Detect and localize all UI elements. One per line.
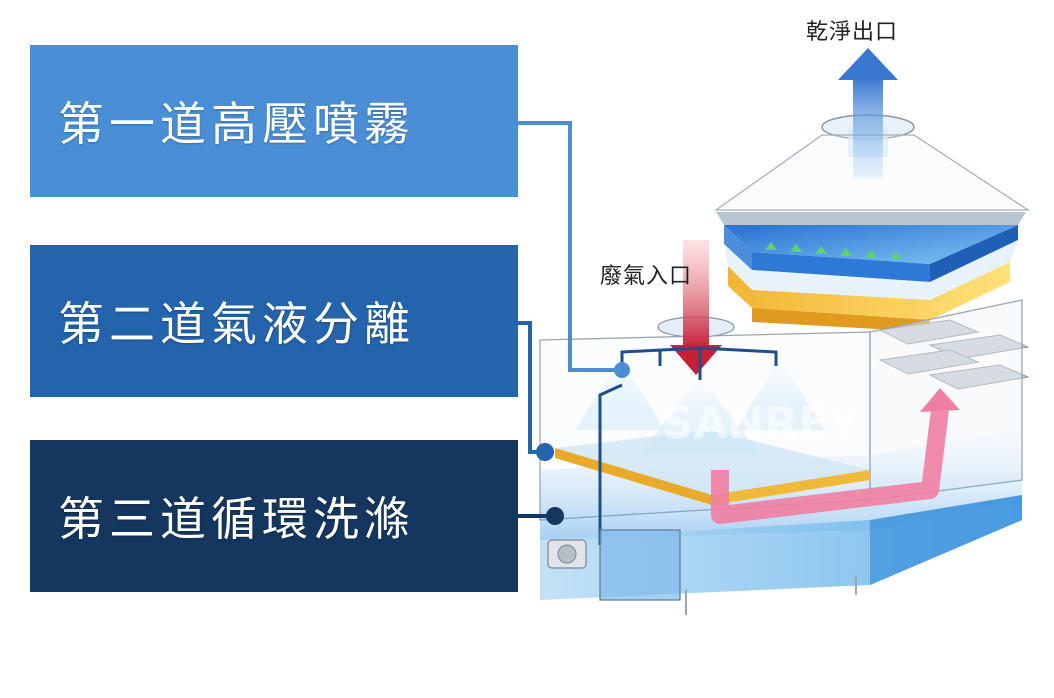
waste-inlet-arrow bbox=[657, 240, 735, 375]
baffle-plates bbox=[878, 319, 1030, 390]
stage-1-label: 第一道高壓噴霧 bbox=[58, 97, 415, 151]
filter-stack bbox=[716, 212, 1026, 332]
connector-dot-2 bbox=[536, 443, 554, 461]
circulation-arrowhead bbox=[920, 388, 960, 412]
pump-tank bbox=[547, 529, 681, 601]
waste-inlet-label: 廢氣入口 bbox=[600, 264, 693, 289]
stage-3-label: 第三道循環洗滌 bbox=[58, 492, 415, 546]
spray-pipes bbox=[598, 346, 778, 545]
stage-3-box: 第三道循環洗滌 bbox=[30, 440, 518, 592]
watermark: SANREY bbox=[662, 398, 862, 449]
connector-dot-1 bbox=[614, 362, 630, 378]
stage-2-box: 第二道氣液分離 bbox=[30, 245, 518, 397]
spray-cones bbox=[575, 360, 825, 455]
clean-outlet-label: 乾淨出口 bbox=[806, 20, 899, 45]
stage-2-label: 第二道氣液分離 bbox=[58, 297, 415, 351]
connector-dot-3 bbox=[546, 507, 564, 525]
circulation-arrow bbox=[711, 408, 949, 524]
stage-1-box: 第一道高壓噴霧 bbox=[30, 45, 518, 197]
clean-outlet-arrow bbox=[838, 48, 898, 178]
packing-bed bbox=[555, 430, 870, 505]
